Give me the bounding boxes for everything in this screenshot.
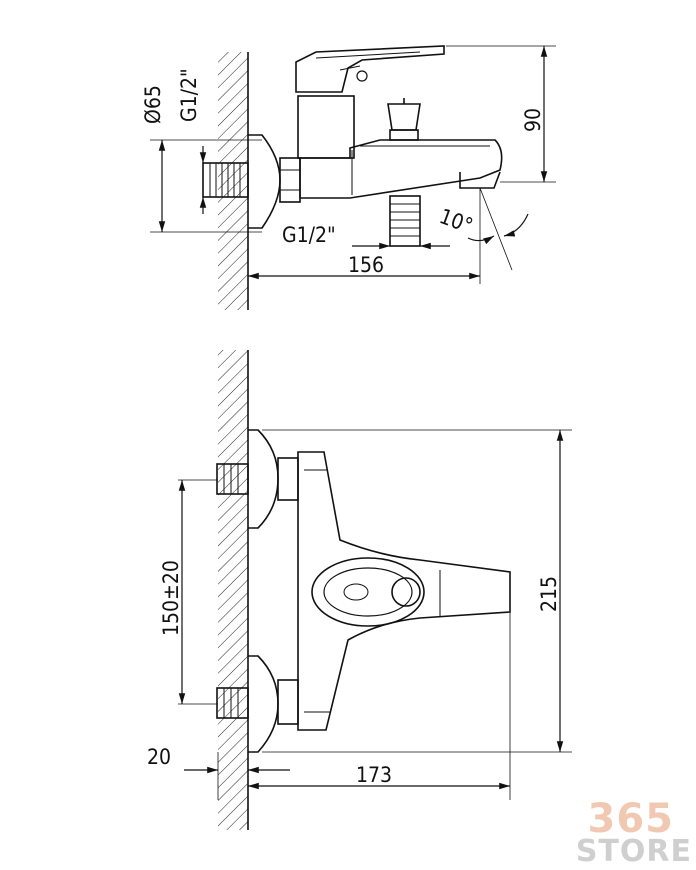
dim-height-side-line bbox=[446, 45, 556, 183]
wall-thread-fitting bbox=[202, 162, 249, 198]
dim-diameter-line bbox=[150, 139, 262, 233]
upper-wall-thread bbox=[216, 463, 249, 495]
label-angle: 10° bbox=[436, 204, 476, 238]
label-diameter: Ø65 bbox=[141, 85, 165, 124]
diverter-knob-front bbox=[391, 577, 421, 607]
spout-outlet bbox=[459, 171, 501, 189]
upper-nut bbox=[277, 457, 299, 501]
wall-hatch-top bbox=[218, 52, 248, 310]
shower-outlet-thread bbox=[389, 195, 421, 247]
cartridge-housing bbox=[297, 95, 355, 159]
label-height-front: 215 bbox=[537, 576, 561, 612]
lower-wall-thread bbox=[216, 687, 249, 719]
label-thread-spout: G1/2" bbox=[282, 223, 336, 247]
label-wall-offset: 20 bbox=[147, 745, 171, 769]
dim-height-front-line bbox=[262, 429, 572, 753]
label-projection: 173 bbox=[356, 763, 392, 787]
watermark-word: STORE bbox=[575, 834, 692, 869]
watermark-number: 365 bbox=[587, 796, 674, 842]
eccentric-nut bbox=[279, 157, 301, 203]
label-thread-wall: G1/2" bbox=[177, 68, 201, 122]
wall-flange bbox=[248, 134, 281, 229]
label-height-side: 90 bbox=[521, 108, 545, 132]
side-view bbox=[150, 45, 556, 310]
wall-hatch-bottom bbox=[218, 350, 248, 830]
lower-flange bbox=[248, 655, 279, 753]
label-centers: 150±20 bbox=[159, 560, 183, 636]
dim-wall-offset-line bbox=[184, 752, 290, 800]
mixer-body bbox=[299, 139, 503, 199]
dim-angle-line bbox=[467, 187, 529, 284]
dim-projection-line bbox=[248, 612, 511, 800]
lever-ring bbox=[311, 557, 425, 627]
lower-nut bbox=[277, 679, 299, 725]
front-body bbox=[297, 451, 511, 731]
lever-handle bbox=[295, 45, 445, 93]
label-length: 156 bbox=[348, 253, 384, 277]
front-view bbox=[178, 350, 572, 830]
upper-flange bbox=[248, 429, 279, 529]
diverter-knob bbox=[387, 103, 421, 131]
dim-centers-line bbox=[178, 479, 218, 705]
